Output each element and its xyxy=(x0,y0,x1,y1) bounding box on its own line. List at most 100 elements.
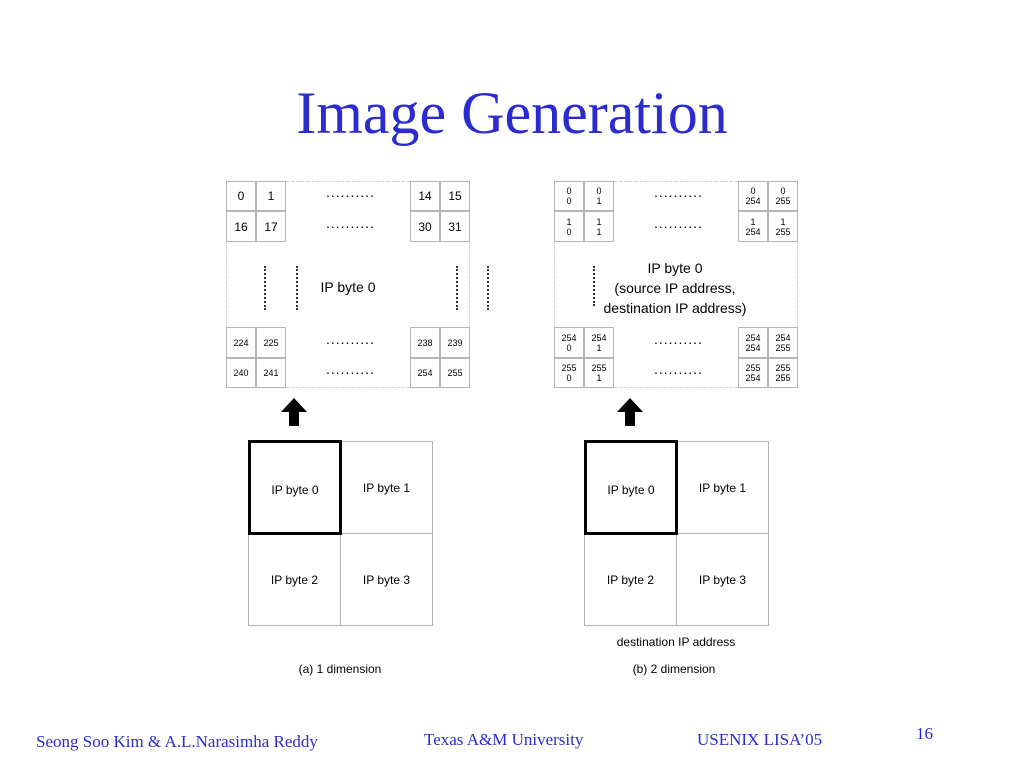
slide-title: Image Generation xyxy=(296,80,728,146)
cell-src: 0 xyxy=(596,186,602,196)
cell-src: 254 xyxy=(591,332,607,343)
grid-b-center-label: IP byte 0 (source IP address, destinatio… xyxy=(560,258,790,318)
horizontal-ellipsis: .......... xyxy=(326,215,375,231)
quad-b-byte2: IP byte 2 xyxy=(584,533,677,626)
cell-src: 1 xyxy=(750,216,756,227)
cell-src: 0 xyxy=(566,186,572,196)
cell-dst: 1 xyxy=(596,342,602,353)
cell-dst: 255 xyxy=(775,373,791,383)
quad-a-byte2: IP byte 2 xyxy=(248,533,341,626)
cell-src: 1 xyxy=(596,216,602,227)
cell-src: 1 xyxy=(566,216,572,227)
quad-b-byte3: IP byte 3 xyxy=(676,533,769,626)
grid-a-cell: 15 xyxy=(440,181,470,211)
cell-dst: 254 xyxy=(745,226,761,237)
up-arrow-icon xyxy=(281,398,307,426)
grid-a-cell: 30 xyxy=(410,211,440,242)
horizontal-ellipsis: .......... xyxy=(654,331,703,347)
vertical-ellipsis xyxy=(487,266,489,310)
cell-dst: 255 xyxy=(775,342,791,353)
vertical-ellipsis xyxy=(593,266,595,306)
grid-a-center-label: IP byte 0 xyxy=(320,279,376,295)
center-label-line: destination IP address) xyxy=(603,300,747,316)
grid-a-cell: 241 xyxy=(256,358,286,388)
horizontal-ellipsis: .......... xyxy=(654,215,703,231)
cell-dst: 254 xyxy=(745,196,761,206)
cell-dst: 1 xyxy=(596,226,602,237)
grid-a-cell: 14 xyxy=(410,181,440,211)
grid-a-cell: 254 xyxy=(410,358,440,388)
cell-src: 254 xyxy=(745,332,761,343)
horizontal-ellipsis: .......... xyxy=(326,361,375,377)
center-label-line: (source IP address, xyxy=(614,280,736,296)
grid-a-cell: 255 xyxy=(440,358,470,388)
grid-a-cell: 240 xyxy=(226,358,256,388)
cell-dst: 254 xyxy=(745,373,761,383)
quad-a-byte3: IP byte 3 xyxy=(340,533,433,626)
cell-src: 255 xyxy=(745,363,761,373)
cell-src: 0 xyxy=(750,186,756,196)
grid-a-cell: 225 xyxy=(256,327,286,358)
grid-a-cell: 16 xyxy=(226,211,256,242)
horizontal-ellipsis: .......... xyxy=(654,361,703,377)
grid-a-cell: 224 xyxy=(226,327,256,358)
grid-a-outline xyxy=(226,181,470,388)
grid-a-cell: 0 xyxy=(226,181,256,211)
cell-dst: 0 xyxy=(566,196,572,206)
cell-dst: 0 xyxy=(566,342,572,353)
quad-a-byte1: IP byte 1 xyxy=(340,441,433,534)
cell-dst: 0 xyxy=(566,373,572,383)
cell-src: 254 xyxy=(561,332,577,343)
cell-dst: 1 xyxy=(596,373,602,383)
footer-authors: Seong Soo Kim & A.L.Narasimha Reddy xyxy=(36,732,318,751)
footer-university: Texas A&M University xyxy=(424,730,584,749)
cell-src: 254 xyxy=(775,332,791,343)
grid-a-cell: 17 xyxy=(256,211,286,242)
footer-conference: USENIX LISA’05 xyxy=(697,730,823,749)
vertical-ellipsis xyxy=(456,266,458,310)
grid-a-cell: 238 xyxy=(410,327,440,358)
caption-a: (a) 1 dimension xyxy=(298,662,382,676)
grid-a-cell: 239 xyxy=(440,327,470,358)
horizontal-ellipsis: .......... xyxy=(654,184,703,200)
center-label-line: IP byte 0 xyxy=(647,260,703,276)
grid-b-outline xyxy=(554,181,798,388)
cell-src: 0 xyxy=(780,186,786,196)
quad-axis-label: destination IP address xyxy=(616,635,736,649)
page-number: 16 xyxy=(916,724,933,743)
quad-b-byte1: IP byte 1 xyxy=(676,441,769,534)
cell-src: 255 xyxy=(775,363,791,373)
caption-b: (b) 2 dimension xyxy=(632,662,716,676)
vertical-ellipsis xyxy=(264,266,266,310)
cell-dst: 255 xyxy=(775,226,791,237)
cell-src: 1 xyxy=(780,216,786,227)
cell-src: 255 xyxy=(591,363,607,373)
quad-a-byte0: IP byte 0 xyxy=(248,440,342,535)
vertical-ellipsis xyxy=(296,266,298,310)
horizontal-ellipsis: .......... xyxy=(326,331,375,347)
grid-a-cell: 31 xyxy=(440,211,470,242)
cell-dst: 1 xyxy=(596,196,602,206)
cell-dst: 254 xyxy=(745,342,761,353)
up-arrow-icon xyxy=(617,398,643,426)
horizontal-ellipsis: .......... xyxy=(326,184,375,200)
cell-src: 255 xyxy=(561,363,577,373)
cell-dst: 255 xyxy=(775,196,791,206)
quad-b-byte0: IP byte 0 xyxy=(584,440,678,535)
